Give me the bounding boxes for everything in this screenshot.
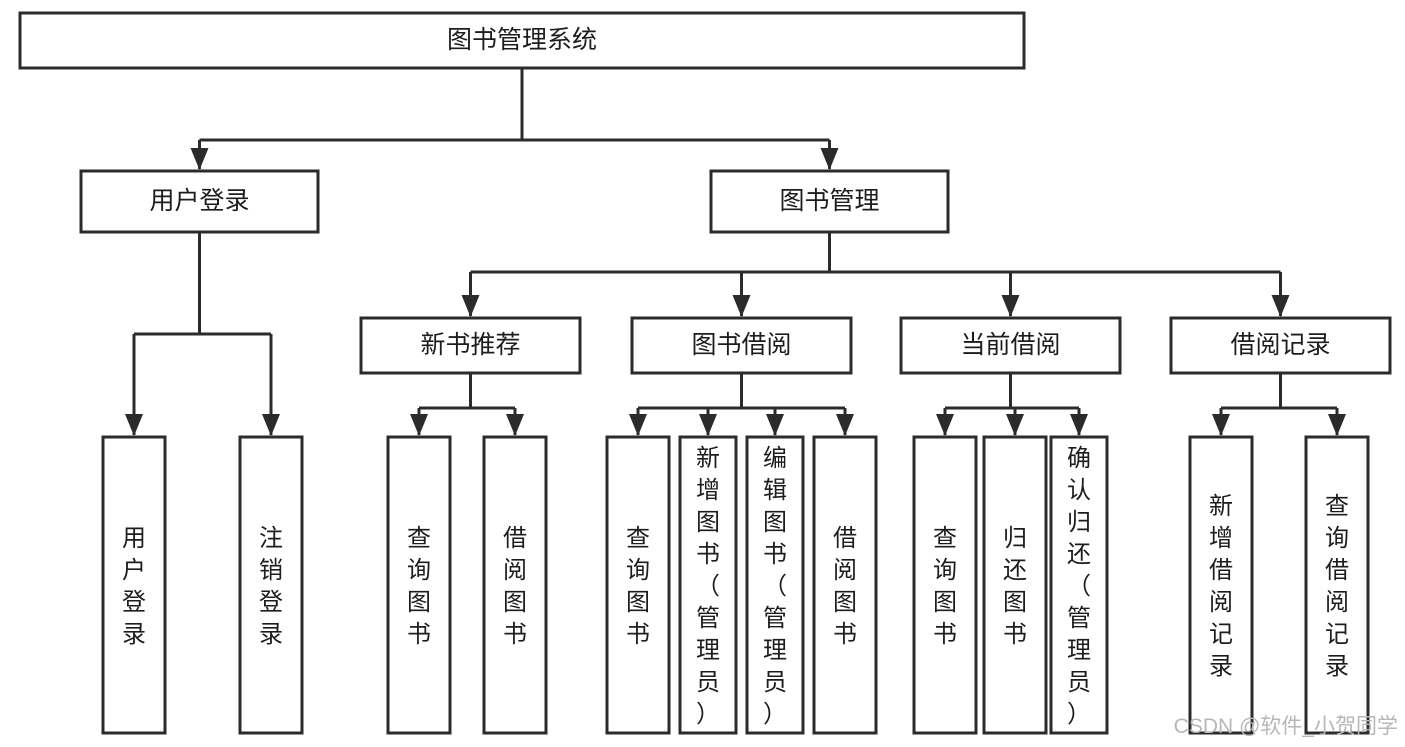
node-book-manage[interactable]: 图书管理 <box>709 169 950 234</box>
node-label-book-manage: 图书管理 <box>779 187 879 215</box>
node-box-borrow-record <box>1169 316 1392 375</box>
node-label-leaf-borrow-book-2: 借阅图书 <box>833 525 857 648</box>
arrow-head-book-borrow-2 <box>766 414 784 436</box>
node-box-leaf-user-login <box>101 435 167 735</box>
node-label-user-login: 用户登录 <box>149 187 249 215</box>
node-box-leaf-add-book <box>678 435 738 735</box>
node-box-user-login <box>79 169 320 234</box>
arrow-head-book-manage-2 <box>1001 295 1020 317</box>
node-new-book-recommend[interactable]: 新书推荐 <box>359 316 582 375</box>
node-box-leaf-query-record <box>1304 435 1370 735</box>
csdn-watermark: CSDN @软件_小贺同学 <box>1174 715 1398 738</box>
node-label-leaf-logout: 注销登录 <box>259 525 283 648</box>
arrow-head-book-borrow-1 <box>699 414 717 436</box>
node-box-leaf-confirm-return <box>1049 435 1109 735</box>
node-leaf-borrow-book-2[interactable]: 借阅图书 <box>812 435 878 735</box>
arrow-head-root-0 <box>190 148 209 170</box>
node-box-new-book-recommend <box>359 316 582 375</box>
arrow-head-current-borrow-1 <box>1006 414 1024 436</box>
node-box-leaf-return-book <box>982 435 1048 735</box>
arrow-head-user-login-1 <box>262 414 280 436</box>
node-user-login[interactable]: 用户登录 <box>79 169 320 234</box>
node-box-book-borrow <box>630 316 853 375</box>
node-leaf-add-book[interactable]: 新增图书（管理员） <box>678 435 738 735</box>
node-label-leaf-confirm-return: 确认归还（管理员） <box>1067 445 1091 728</box>
node-label-leaf-query-book-3: 查询图书 <box>933 525 957 648</box>
node-label-leaf-user-login: 用户登录 <box>122 525 146 648</box>
node-label-leaf-add-record: 新增借阅记录 <box>1209 493 1233 680</box>
node-leaf-query-book-3[interactable]: 查询图书 <box>912 435 978 735</box>
connectors-layer <box>125 68 1346 436</box>
node-box-root <box>18 11 1026 70</box>
arrow-head-user-login-0 <box>125 414 143 436</box>
arrow-head-book-manage-1 <box>732 295 751 317</box>
arrow-head-new-book-recommend-0 <box>410 414 428 436</box>
node-borrow-record[interactable]: 借阅记录 <box>1169 316 1392 375</box>
node-label-root: 图书管理系统 <box>447 26 597 54</box>
node-label-leaf-query-book-1: 查询图书 <box>407 525 431 648</box>
node-box-leaf-query-book-1 <box>386 435 452 735</box>
arrow-head-root-1 <box>820 148 839 170</box>
node-leaf-confirm-return[interactable]: 确认归还（管理员） <box>1049 435 1109 735</box>
node-leaf-edit-book[interactable]: 编辑图书（管理员） <box>745 435 805 735</box>
node-label-borrow-record: 借阅记录 <box>1230 331 1330 359</box>
node-box-book-manage <box>709 169 950 234</box>
node-box-leaf-add-record <box>1188 435 1254 735</box>
node-leaf-query-record[interactable]: 查询借阅记录 <box>1304 435 1370 735</box>
node-box-current-borrow <box>899 316 1122 375</box>
arrow-head-book-manage-0 <box>461 295 480 317</box>
node-book-borrow[interactable]: 图书借阅 <box>630 316 853 375</box>
arrow-head-current-borrow-2 <box>1070 414 1088 436</box>
node-box-leaf-edit-book <box>745 435 805 735</box>
node-root[interactable]: 图书管理系统 <box>18 11 1026 70</box>
node-label-leaf-borrow-book-1: 借阅图书 <box>503 525 527 648</box>
node-box-leaf-logout <box>238 435 304 735</box>
arrow-head-borrow-record-1 <box>1328 414 1346 436</box>
node-label-leaf-query-record: 查询借阅记录 <box>1325 493 1349 680</box>
node-leaf-add-record[interactable]: 新增借阅记录 <box>1188 435 1254 735</box>
node-current-borrow[interactable]: 当前借阅 <box>899 316 1122 375</box>
node-box-leaf-borrow-book-2 <box>812 435 878 735</box>
node-label-leaf-return-book: 归还图书 <box>1003 525 1027 648</box>
node-leaf-borrow-book-1[interactable]: 借阅图书 <box>482 435 548 735</box>
node-label-leaf-add-book: 新增图书（管理员） <box>696 445 720 728</box>
node-label-leaf-query-book-2: 查询图书 <box>626 525 650 648</box>
arrow-head-book-borrow-0 <box>629 414 647 436</box>
node-leaf-return-book[interactable]: 归还图书 <box>982 435 1048 735</box>
arrow-head-book-borrow-3 <box>836 414 854 436</box>
node-box-leaf-query-book-3 <box>912 435 978 735</box>
node-leaf-query-book-2[interactable]: 查询图书 <box>605 435 671 735</box>
node-box-leaf-query-book-2 <box>605 435 671 735</box>
node-leaf-logout[interactable]: 注销登录 <box>238 435 304 735</box>
node-box-leaf-borrow-book-1 <box>482 435 548 735</box>
node-label-current-borrow: 当前借阅 <box>960 331 1060 359</box>
arrow-head-book-manage-3 <box>1271 295 1290 317</box>
arrow-head-current-borrow-0 <box>936 414 954 436</box>
node-label-leaf-edit-book: 编辑图书（管理员） <box>763 445 787 728</box>
arrow-head-new-book-recommend-1 <box>506 414 524 436</box>
arrow-head-borrow-record-0 <box>1212 414 1230 436</box>
nodes-layer: 图书管理系统用户登录图书管理新书推荐图书借阅当前借阅借阅记录用户登录注销登录查询… <box>18 11 1392 735</box>
node-label-book-borrow: 图书借阅 <box>691 331 791 359</box>
node-leaf-user-login[interactable]: 用户登录 <box>101 435 167 735</box>
node-label-new-book-recommend: 新书推荐 <box>420 331 520 359</box>
node-leaf-query-book-1[interactable]: 查询图书 <box>386 435 452 735</box>
